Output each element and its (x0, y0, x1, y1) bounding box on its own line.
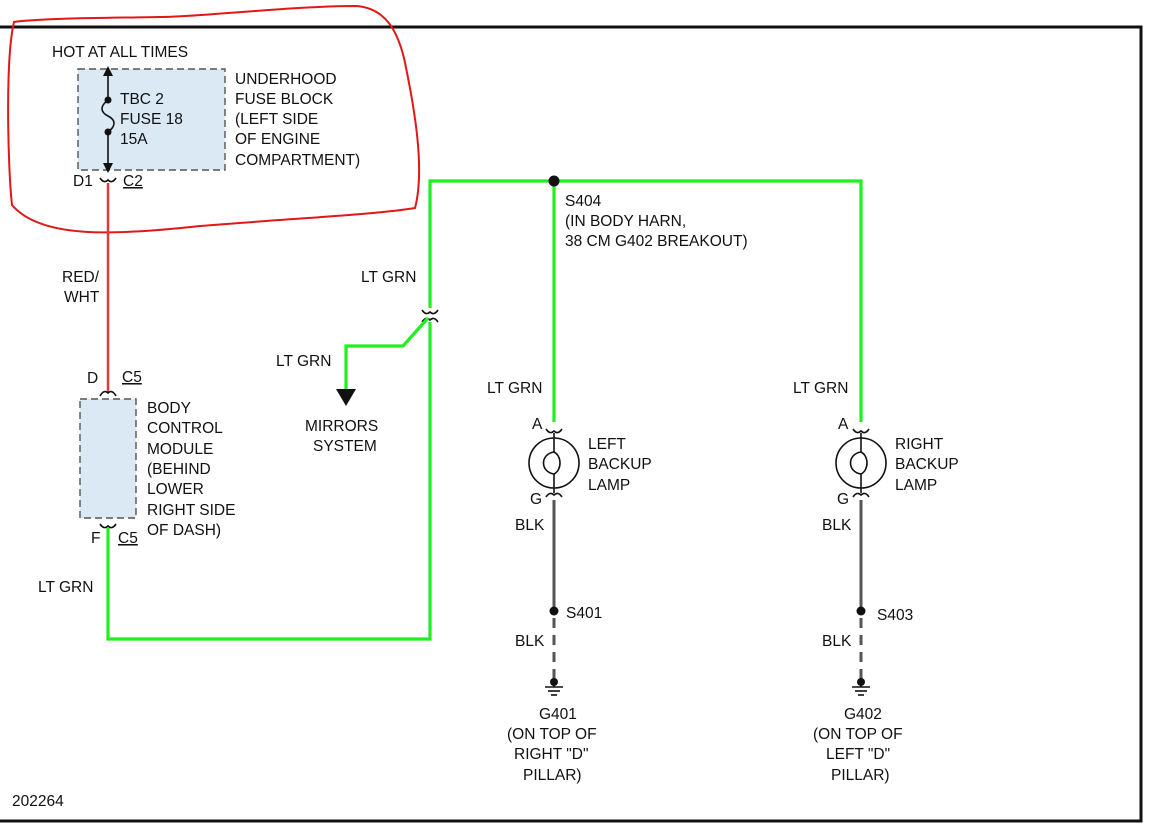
fuse-id-label: TBC 2 (120, 91, 164, 108)
splice-s404-label: 38 CM G402 BREAKOUT) (565, 233, 748, 250)
right-lamp-name-line: BACKUP (895, 456, 959, 473)
right-lamp-wire-in-label: LT GRN (793, 380, 848, 397)
connector-c5-out-icon (99, 523, 117, 529)
left-lamp-pin-a-label: A (532, 416, 543, 433)
fuse-symbol-icon (101, 99, 115, 133)
left-lamp-name-line: BACKUP (588, 456, 652, 473)
connector-icon (852, 428, 870, 434)
wire-riser-label: LT GRN (361, 269, 416, 286)
connector-icon (545, 428, 563, 434)
wire-lt-grn-riser (428, 179, 863, 422)
splice-s403-dot (856, 606, 866, 616)
underhood-fuse-block (77, 68, 226, 171)
bcm-name-line: MODULE (147, 441, 213, 458)
right-lamp-name-line: RIGHT (895, 436, 944, 453)
bcm-pin-in-label: D (87, 370, 98, 387)
bcm-name-line: LOWER (147, 481, 204, 498)
splice-s401-label: S401 (566, 605, 602, 622)
ground-g401-label: (ON TOP OF (507, 726, 597, 743)
ground-g402-label: PILLAR) (831, 767, 890, 784)
arrow-down-icon (103, 163, 113, 173)
hot-at-all-times-label: HOT AT ALL TIMES (52, 44, 188, 61)
wire-mirrors-label: LT GRN (276, 353, 331, 370)
right-lamp-pin-a-label: A (838, 416, 849, 433)
right-ground-wire-label: BLK (822, 633, 852, 650)
ground-g401-label: PILLAR) (523, 767, 582, 784)
lamp-filament-icon (849, 451, 868, 475)
left-lamp-pin-g-label: G (530, 491, 542, 508)
bcm-name-line: BODY (147, 400, 191, 417)
left-lamp-name-line: LAMP (588, 477, 630, 494)
ground-g401-label: RIGHT "D" (514, 746, 588, 763)
splice-s403-label: S403 (877, 607, 913, 624)
wire-bcm-out-label: LT GRN (38, 579, 93, 596)
mirrors-system-label: MIRRORS (305, 418, 378, 435)
bcm-name-line: OF DASH) (147, 522, 221, 539)
wire-red-wht-label: WHT (64, 289, 100, 306)
connector-c2-icon (99, 177, 117, 183)
arrow-down-icon (336, 389, 356, 406)
inline-connector-icon (421, 309, 439, 315)
annotation-circle (7, 4, 421, 234)
ground-g402-label: LEFT "D" (826, 746, 890, 763)
ground-g402-label: G402 (844, 706, 882, 723)
splice-s404-label: (IN BODY HARN, (565, 213, 686, 230)
wire-red-wht-label: RED/ (62, 269, 100, 286)
splice-s401-dot (549, 606, 559, 616)
ground-g402-icon (852, 682, 870, 696)
lamp-filament-icon (542, 451, 561, 475)
fuse-block-name-line: COMPARTMENT) (235, 152, 360, 169)
left-lamp-wire-in-label: LT GRN (487, 380, 542, 397)
bcm-pin-out-label: F (91, 530, 100, 547)
arrow-up-icon (103, 66, 113, 76)
connector-c5-in-icon (99, 390, 117, 397)
diagram-number: 202264 (12, 793, 64, 810)
connector-icon (852, 492, 870, 498)
ground-g401-icon (545, 682, 563, 696)
bcm-connector-in-label: C5 (122, 369, 142, 386)
inline-connector-icon (421, 317, 439, 323)
right-lamp-name-line: LAMP (895, 477, 937, 494)
left-lamp-wire-out-label: BLK (515, 517, 545, 534)
body-control-module (79, 398, 137, 519)
splice-s404-dot (548, 175, 560, 187)
fuse-connector-label: C2 (123, 173, 143, 190)
connector-icon (545, 492, 563, 498)
wire-lt-grn-mirrors (344, 316, 430, 390)
fuse-block-name-line: FUSE BLOCK (235, 91, 334, 108)
wire-lt-grn-bcm-out (106, 322, 432, 641)
fuse-rating-label: 15A (120, 131, 148, 148)
ground-g402-label: (ON TOP OF (813, 726, 903, 743)
right-lamp-pin-g-label: G (837, 491, 849, 508)
bcm-name-line: CONTROL (147, 420, 223, 437)
left-ground-wire-label: BLK (515, 633, 545, 650)
right-lamp-wire-out-label: BLK (822, 517, 852, 534)
diagram-frame (0, 25, 1143, 823)
mirrors-system-label: SYSTEM (313, 438, 377, 455)
bcm-name-line: (BEHIND (147, 461, 211, 478)
fuse-terminal-dot (104, 96, 112, 104)
fuse-block-name-line: (LEFT SIDE (235, 111, 318, 128)
fuse-pin-label: D1 (73, 173, 93, 190)
fuse-block-name-line: UNDERHOOD (235, 71, 337, 88)
fuse-block-name-line: OF ENGINE (235, 131, 320, 148)
splice-s404-label: S404 (565, 193, 602, 210)
bcm-connector-out-label: C5 (118, 530, 138, 547)
bcm-name-line: RIGHT SIDE (147, 502, 235, 519)
fuse-terminal-dot (104, 128, 112, 136)
left-lamp-name-line: LEFT (588, 436, 626, 453)
fuse-number-label: FUSE 18 (120, 111, 183, 128)
ground-g401-label: G401 (539, 706, 577, 723)
